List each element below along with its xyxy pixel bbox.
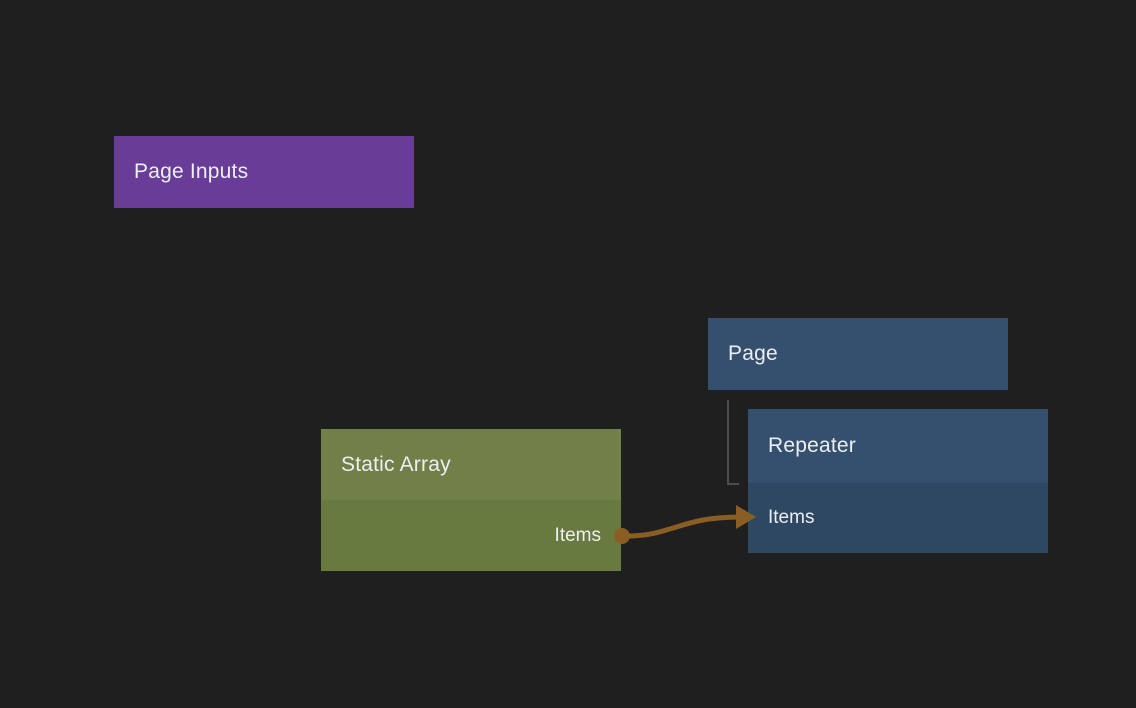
edge-curve[interactable] xyxy=(624,514,743,539)
node-page-inputs-title: Page Inputs xyxy=(134,160,249,183)
node-page-inputs[interactable]: Page Inputs xyxy=(114,136,414,208)
static-array-items-output-label: Items xyxy=(554,524,601,546)
node-repeater[interactable]: Repeater Items xyxy=(748,409,1048,553)
repeater-items-input-label: Items xyxy=(768,507,815,528)
repeater-items-input-row[interactable]: Items xyxy=(748,483,1048,553)
page-repeater-hierarchy-line xyxy=(727,400,739,485)
node-page-title: Page xyxy=(728,342,778,365)
edge-static-array-items-to-repeater-items[interactable] xyxy=(614,505,756,544)
node-static-array[interactable]: Static Array Items xyxy=(321,429,621,571)
edge-arrowhead-icon xyxy=(736,505,756,529)
node-page[interactable]: Page xyxy=(708,318,1008,390)
static-array-items-port-dot[interactable] xyxy=(614,528,630,544)
node-static-array-title: Static Array xyxy=(341,452,451,476)
node-repeater-title: Repeater xyxy=(768,434,856,457)
node-repeater-header: Repeater xyxy=(748,409,1048,483)
static-array-items-output-row[interactable]: Items xyxy=(321,500,621,571)
node-static-array-header: Static Array xyxy=(321,429,621,500)
